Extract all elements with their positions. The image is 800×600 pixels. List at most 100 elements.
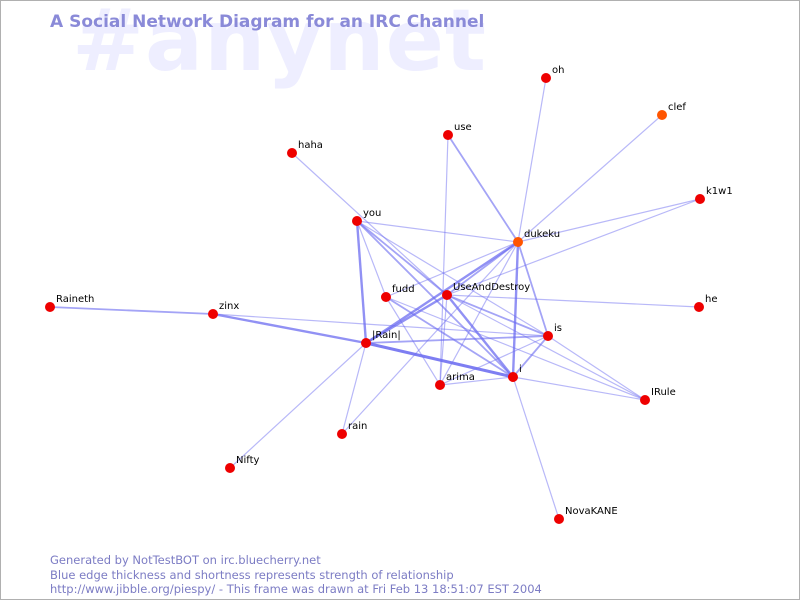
node-he: he (694, 294, 718, 312)
edge-fudd-arima (385, 296, 441, 386)
footer: Generated by NotTestBOT on irc.bluecherr… (50, 553, 542, 597)
node-label: arima (446, 372, 475, 383)
edge-useanddestroy-irule (446, 294, 646, 401)
node-dot (361, 338, 371, 348)
edge-is-irule (547, 335, 646, 401)
node-label: rain (348, 421, 367, 432)
edge-fudd-irule (385, 296, 646, 401)
node-label: oh (552, 65, 564, 76)
node-label: |Rain| (372, 330, 401, 341)
nodes-layer: oh clef use haha k1w1 you dukeku fudd UseAndDest… (45, 65, 733, 524)
node-rain: |Rain| (361, 330, 401, 348)
edge-you-rain (355, 220, 368, 344)
node-dot (435, 380, 445, 390)
edge-raineth-zinx (49, 306, 214, 315)
node-fudd: fudd (381, 284, 415, 302)
edge-use-dukeku (447, 134, 519, 243)
node-i: i (508, 364, 522, 382)
edge-useanddestroy-rain (365, 293, 448, 345)
node-label: use (454, 122, 472, 133)
edge-dukeku-rain (341, 241, 519, 435)
node-haha: haha (287, 140, 323, 158)
edge-useanddestroy-i (446, 294, 514, 378)
edge-clef-dukeku (517, 114, 663, 243)
edge-i-is (512, 335, 549, 378)
node-dot (513, 237, 523, 247)
node-label: k1w1 (706, 186, 733, 197)
node-dot (45, 302, 55, 312)
edge-you-useanddestroy (356, 220, 448, 296)
node-k1w1: k1w1 (695, 186, 733, 204)
node-useanddestroy: UseAndDestroy (442, 282, 530, 300)
node-dot (640, 395, 650, 405)
node-zinx: zinx (208, 301, 239, 319)
node-label: Raineth (56, 294, 94, 305)
edge-i-novakane (512, 376, 560, 520)
node-dot (337, 429, 347, 439)
edge-i-arima (439, 376, 514, 386)
node-dot (381, 292, 391, 302)
edge-dukeku-fudd (385, 241, 519, 298)
channel-watermark: #anynet (72, 0, 488, 91)
node-label: NovaKANE (565, 506, 618, 517)
node-novakane: NovaKANE (554, 506, 618, 524)
node-raineth: Raineth (45, 294, 94, 312)
node-label: i (519, 364, 522, 375)
node-use: use (443, 122, 472, 140)
edge-dukeku-i (511, 241, 520, 378)
edge-zinx-rain (212, 312, 367, 345)
edge-dukeku-rain (365, 241, 519, 344)
edge-you-dukeku (356, 220, 519, 243)
footer-generated-by: Generated by NotTestBOT on irc.bluecherr… (50, 553, 321, 567)
edge-oh-dukeku (517, 77, 547, 243)
node-dot (543, 331, 553, 341)
node-label: haha (298, 140, 323, 151)
node-dot (694, 302, 704, 312)
node-label: he (705, 294, 718, 305)
node-dot (508, 372, 518, 382)
diagram-title: A Social Network Diagram for an IRC Chan… (50, 12, 485, 32)
edge-zinx-is (212, 313, 549, 337)
node-label: zinx (219, 301, 239, 312)
node-clef: clef (657, 102, 686, 120)
edges-layer (49, 77, 701, 520)
footer-timestamp: http://www.jibble.org/piespy/ - This fra… (50, 582, 542, 596)
edge-dukeku-arima (439, 241, 519, 386)
edge-use-arima (439, 134, 449, 386)
edge-rain-i (365, 341, 514, 379)
node-dot (554, 514, 564, 524)
node-dot (287, 148, 297, 158)
node-label: fudd (392, 284, 415, 295)
node-label: UseAndDestroy (453, 282, 530, 293)
node-label: Nifty (236, 455, 260, 466)
node-dukeku: dukeku (513, 229, 560, 247)
node-dot (443, 130, 453, 140)
node-label: IRule (651, 387, 676, 398)
edge-rain-nifty (229, 342, 367, 469)
node-dot (442, 290, 452, 300)
edge-useanddestroy-he (446, 294, 700, 308)
node-label: you (363, 208, 381, 219)
edge-fudd-i (385, 296, 514, 378)
node-label: clef (668, 102, 686, 113)
node-oh: oh (541, 65, 564, 83)
edge-i-irule (512, 376, 646, 401)
edge-k1w1-dukeku (517, 198, 701, 243)
edge-k1w1-useanddestroy (446, 198, 701, 296)
edge-you-i (356, 220, 514, 378)
node-is: is (543, 323, 562, 341)
node-dot (208, 309, 218, 319)
footer-legend-note: Blue edge thickness and shortness repres… (50, 567, 454, 582)
node-dot (225, 463, 235, 473)
edge-rain-is (365, 335, 549, 344)
node-arima: arima (435, 372, 475, 390)
node-label: dukeku (524, 229, 560, 240)
node-dot (695, 194, 705, 204)
node-irule: IRule (640, 387, 676, 405)
edge-is-arima (439, 335, 549, 386)
node-you: you (352, 208, 381, 226)
node-dot (541, 73, 551, 83)
edge-you-fudd (356, 220, 387, 298)
